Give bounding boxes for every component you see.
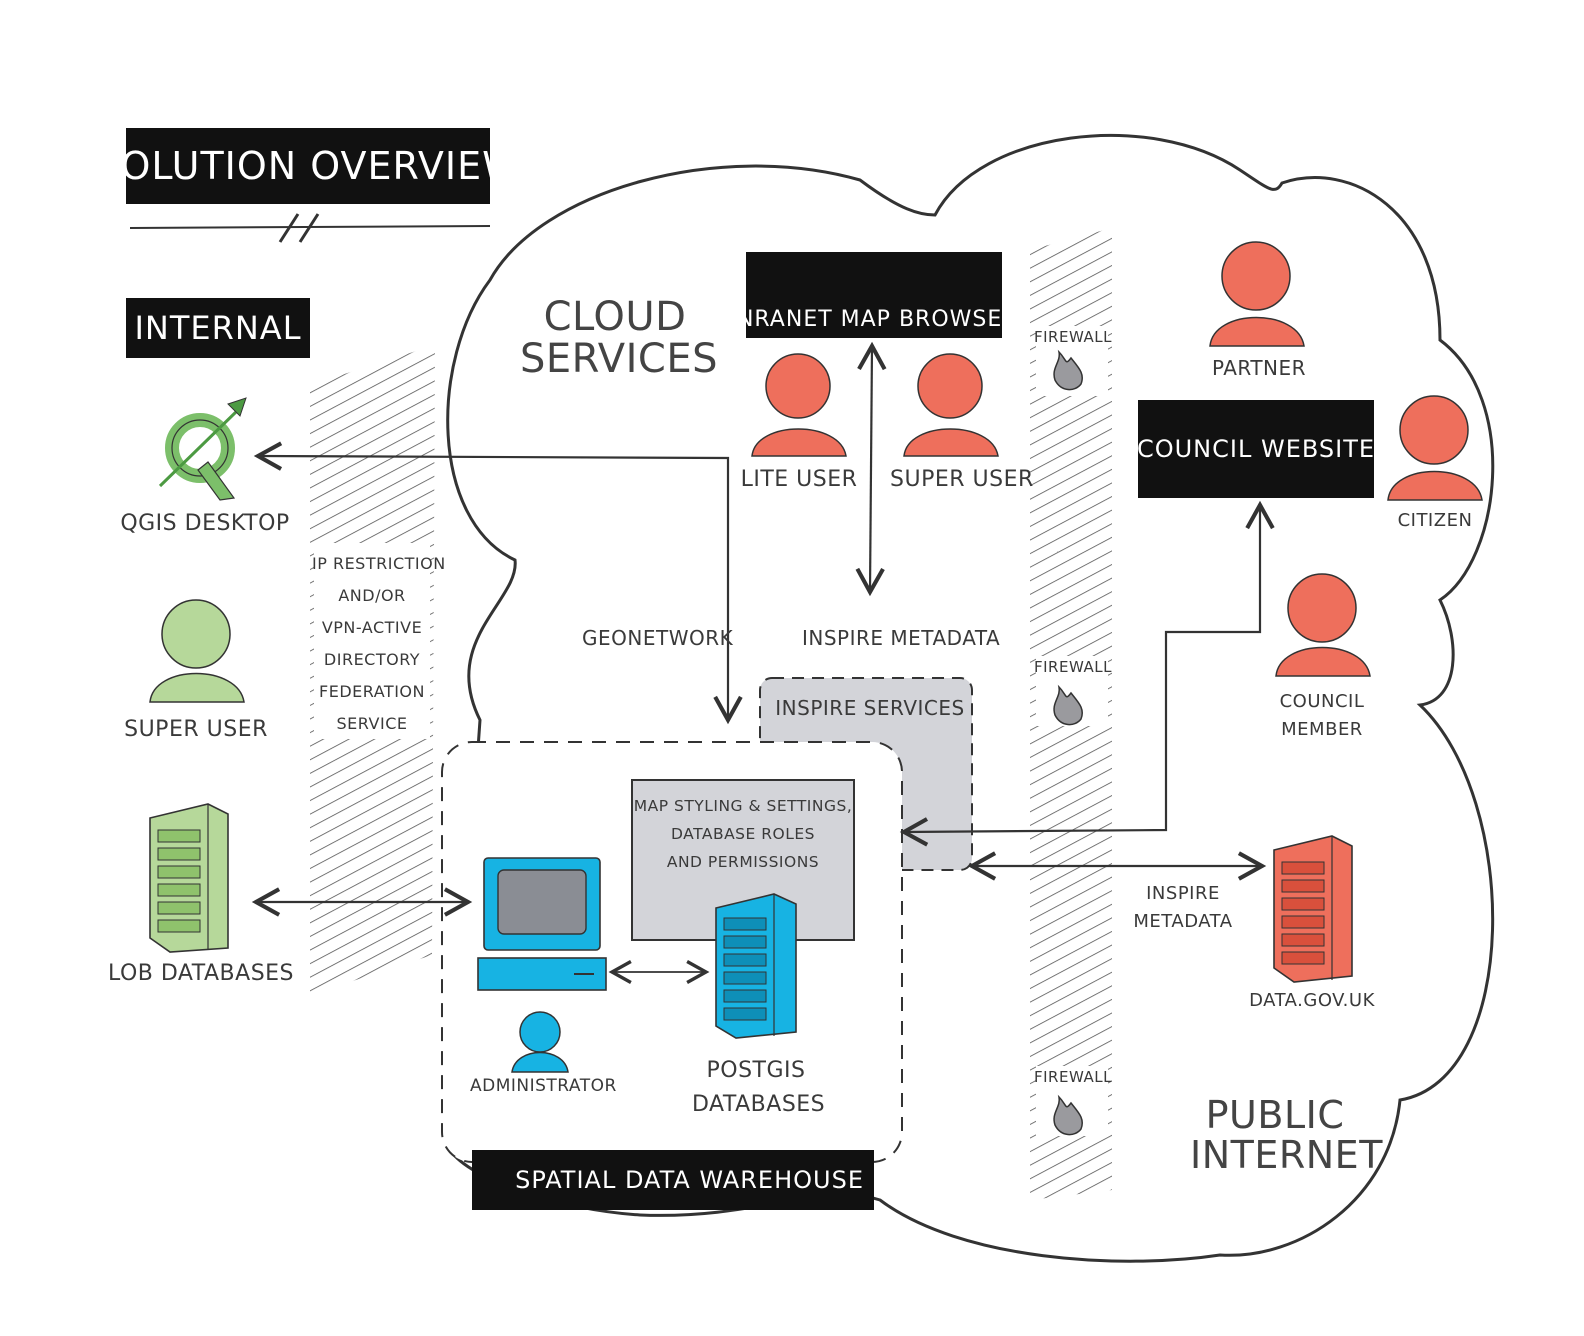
internal-zone-label: Internal: [126, 298, 310, 358]
postgis-server-icon: [715, 893, 797, 1039]
postgis-databases-label: PostGIS Databases: [692, 1054, 826, 1122]
cloud-label-line: Services: [520, 336, 719, 382]
partner-label: Partner: [1211, 356, 1307, 380]
inspire-public-line: Inspire: [1146, 883, 1220, 904]
inspire-metadata-cloud-label: Inspire Metadata: [802, 626, 1001, 650]
firewall-label-top: Firewall: [1034, 328, 1112, 346]
public-label-line: Internet: [1190, 1132, 1383, 1177]
flame-icon: [1053, 1094, 1083, 1136]
administrator-label: Administrator: [470, 1076, 617, 1096]
inspire-public-line: Metadata: [1133, 911, 1233, 932]
administrator-person-icon: [511, 1011, 569, 1073]
map-styling-line: Map Styling & Settings,: [633, 797, 853, 815]
map-styling-line: Database Roles: [671, 825, 815, 843]
website-connector: [899, 500, 1275, 847]
cloud-super-user-label: Super User: [890, 467, 1034, 492]
qgis-connector: [253, 441, 743, 725]
data-gov-server-icon: [1273, 835, 1353, 983]
public-label-line: Public: [1205, 1093, 1345, 1137]
page-title: Solution Overview: [95, 128, 520, 204]
lite-user-label: Lite User: [740, 467, 858, 492]
ip-line: VPN-Active: [321, 618, 423, 637]
lob-database-server-icon: [149, 803, 229, 953]
qgis-desktop-label: QGis Desktop: [120, 511, 290, 536]
data-gov-label: data.gov.uk: [1249, 990, 1375, 1011]
flame-icon: [1053, 349, 1083, 391]
council-member-label: Council Member: [1274, 688, 1370, 744]
ip-line: Federation: [319, 682, 425, 701]
inspire-services-label: Inspire Services: [775, 696, 965, 720]
computer-icon: [477, 857, 607, 991]
citizen-label: Citizen: [1397, 510, 1473, 531]
map-styling-line: and Permissions: [666, 853, 820, 871]
council-member-person-icon: [1275, 573, 1371, 677]
super-user-cloud-person-icon: [903, 353, 999, 457]
intranet-map-browser-box: Inranet Map Browser: [729, 252, 1018, 338]
partner-person-icon: [1209, 241, 1305, 347]
title-slash: [278, 213, 300, 243]
cloud-outline: [446, 133, 1495, 1263]
cloud-services-label: Cloud Services: [520, 294, 719, 382]
council-member-line: Member: [1281, 719, 1363, 740]
internal-super-user-person-icon: [149, 599, 245, 703]
map-styling-text: Map Styling & Settings, Database Roles a…: [632, 792, 854, 876]
postgis-line: PostGIS: [706, 1058, 806, 1083]
ip-restriction-text: IP Restriction and/or VPN-Active Directo…: [312, 548, 446, 740]
citizen-person-icon: [1387, 395, 1483, 501]
title-slash: [298, 213, 320, 243]
geonetwork-label: GeoNetwork: [582, 626, 734, 650]
ip-line: Service: [336, 714, 408, 733]
warehouse-label: Spatial Data Warehouse: [472, 1150, 874, 1210]
ip-line: IP Restriction: [312, 554, 446, 573]
intranet-connector: [855, 341, 887, 597]
lob-databases-label: LoB Databases: [108, 961, 295, 986]
cloud-label-line: Cloud: [543, 294, 687, 340]
council-website-box: Council Website: [1137, 400, 1374, 498]
firewall-label-bottom: Firewall: [1034, 1068, 1112, 1086]
ip-line: and/or: [338, 586, 406, 605]
public-internet-label: Public Internet: [1190, 1093, 1383, 1177]
council-member-line: Council: [1279, 691, 1365, 712]
internal-super-user-label: Super User: [124, 717, 268, 742]
inspire-metadata-public-label: Inspire Metadata: [1128, 880, 1238, 936]
firewall-label-middle: Firewall: [1034, 658, 1112, 676]
qgis-logo-icon: [158, 397, 247, 501]
postgis-line: Databases: [692, 1092, 826, 1117]
ip-line: Directory: [323, 650, 421, 669]
lite-user-person-icon: [751, 353, 847, 457]
